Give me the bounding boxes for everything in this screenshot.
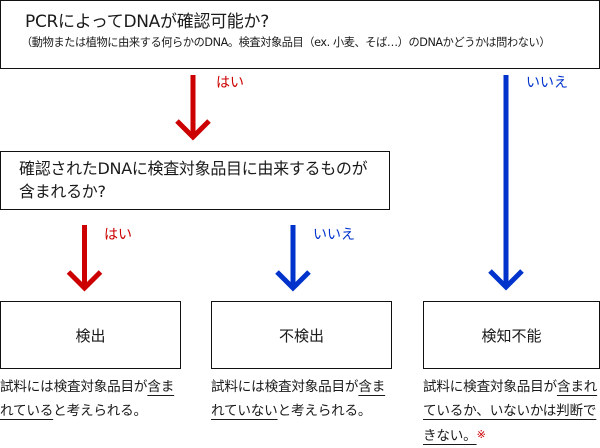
desc-segment: れている <box>0 403 54 419</box>
branch-label-q1-yes: はい <box>216 75 244 91</box>
question-1-note: （動物または植物に由来する何らかのDNA。検査対象品目（ex. 小麦、そば…）の… <box>21 36 551 49</box>
desc-segment: 試料に検査対象品目が <box>423 379 557 395</box>
result-description-detected: 試料には検査対象品目が含ま れていると考えられる。 <box>0 375 174 423</box>
question-2-line: 確認されたDNAに検査対象品目に由来するものが <box>19 159 368 178</box>
branch-label-q2-no: いいえ <box>313 227 355 243</box>
arrow-q2-yes <box>66 225 103 292</box>
result-label-not-detected: 不検出 <box>278 326 324 345</box>
desc-segment: 含ま <box>358 379 386 395</box>
question-2-line: 含まれるか? <box>19 182 106 201</box>
arrow-q1-no-head <box>488 269 524 291</box>
arrow-q2-yes-head <box>66 270 103 292</box>
desc-segment: と考えられる。 <box>53 403 147 419</box>
result-label-undeterminable: 検知不能 <box>481 326 542 345</box>
result-box-not-detected: 不検出 <box>211 301 392 369</box>
arrow-q2-no-head <box>275 270 311 292</box>
desc-segment: 含まれ <box>556 379 598 395</box>
branch-label-q1-no: いいえ <box>526 75 568 91</box>
arrow-q1-yes <box>175 75 211 141</box>
footnote-mark: ※ <box>476 428 486 441</box>
branch-label-q2-yes: はい <box>104 227 132 243</box>
desc-segment: れていない <box>211 403 278 419</box>
result-box-detected: 検出 <box>0 301 181 369</box>
desc-segment: 試料には検査対象品目が <box>211 379 359 395</box>
result-box-undeterminable: 検知不能 <box>423 301 600 369</box>
question-1-box: PCRによってDNAが確認可能か? （動物または植物に由来する何らかのDNA。検… <box>0 0 600 69</box>
result-description-not-detected: 試料には検査対象品目が含ま れていないと考えられる。 <box>211 375 385 423</box>
arrow-q1-no <box>488 75 524 291</box>
arrow-q1-yes-head <box>175 119 211 141</box>
question-2-box: 確認されたDNAに検査対象品目に由来するものが 含まれるか? <box>0 151 390 210</box>
desc-segment: と考えられる。 <box>277 403 372 419</box>
result-description-undeterminable: 試料に検査対象品目が含まれ ているか、いないかは判断で きない。※ <box>423 375 597 448</box>
result-label-detected: 検出 <box>75 326 106 345</box>
desc-segment: 含ま <box>147 379 175 395</box>
desc-segment: 試料には検査対象品目が <box>0 379 148 395</box>
desc-segment: きない。 <box>423 428 477 444</box>
question-2-text: 確認されたDNAに検査対象品目に由来するものが 含まれるか? <box>19 157 368 203</box>
desc-segment: ているか、いないかは判断で <box>423 403 597 419</box>
question-1-title: PCRによってDNAが確認可能か? <box>25 12 269 32</box>
arrow-q2-no <box>275 225 311 292</box>
